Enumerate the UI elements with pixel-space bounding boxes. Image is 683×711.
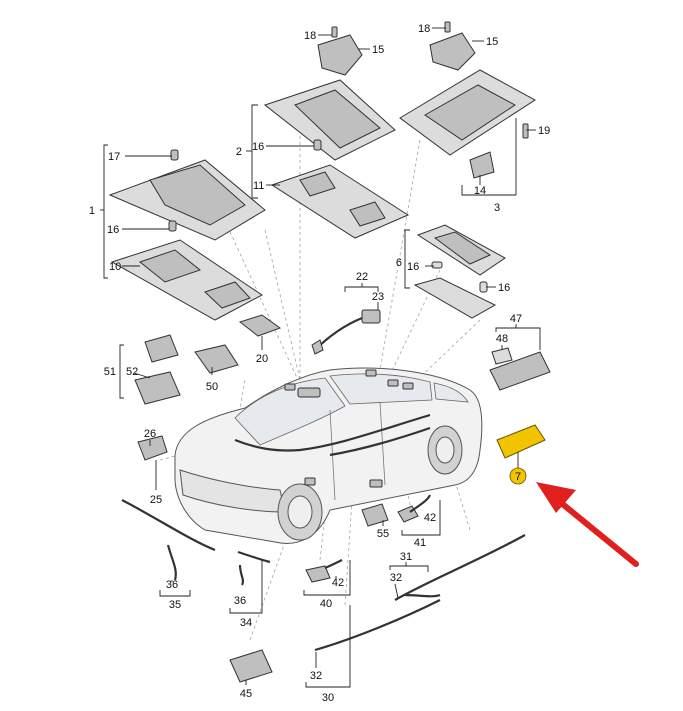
roof-console-1 bbox=[108, 149, 266, 321]
callout-19: 19 bbox=[538, 125, 550, 137]
callout-labels: 1 2 3 6 7 10 11 14 15 15 16 16 16 16 17 … bbox=[89, 23, 550, 704]
callout-30: 30 bbox=[322, 692, 334, 704]
pointer-arrow bbox=[536, 482, 639, 567]
roof-console-6 bbox=[413, 224, 506, 319]
callout-1: 1 bbox=[89, 205, 95, 217]
leader-lines bbox=[100, 27, 541, 688]
callout-42-a: 42 bbox=[332, 577, 344, 589]
roof-console-2 bbox=[263, 26, 410, 239]
callout-36-a: 36 bbox=[166, 579, 178, 591]
small-parts bbox=[121, 309, 551, 683]
callout-10: 10 bbox=[109, 261, 121, 273]
callout-41: 41 bbox=[414, 537, 426, 549]
callout-40: 40 bbox=[320, 598, 332, 610]
callout-34: 34 bbox=[240, 617, 252, 629]
callout-25: 25 bbox=[150, 494, 162, 506]
callout-55: 55 bbox=[377, 528, 389, 540]
callout-31: 31 bbox=[400, 551, 412, 563]
callout-50: 50 bbox=[206, 381, 218, 393]
callout-17: 17 bbox=[108, 151, 120, 163]
callout-45: 45 bbox=[240, 688, 252, 700]
callout-15-b: 15 bbox=[486, 36, 498, 48]
callout-3: 3 bbox=[494, 202, 500, 214]
callout-32-b: 32 bbox=[310, 670, 322, 682]
callout-18-a: 18 bbox=[304, 30, 316, 42]
callout-16-d: 16 bbox=[498, 282, 510, 294]
callout-16-c: 16 bbox=[407, 261, 419, 273]
callout-32-a: 32 bbox=[390, 572, 402, 584]
callout-23: 23 bbox=[372, 291, 384, 303]
callout-42-b: 42 bbox=[424, 512, 436, 524]
callout-36-b: 36 bbox=[234, 595, 246, 607]
callout-16-b: 16 bbox=[107, 224, 119, 236]
callout-26: 26 bbox=[144, 428, 156, 440]
callout-48: 48 bbox=[496, 333, 508, 345]
highlighted-part-7 bbox=[496, 424, 546, 459]
callout-11: 11 bbox=[253, 180, 264, 192]
callout-52: 52 bbox=[126, 366, 138, 378]
callout-51: 51 bbox=[104, 366, 116, 378]
roof-console-3 bbox=[399, 21, 536, 179]
callout-2: 2 bbox=[236, 146, 242, 158]
callout-badge-7 bbox=[509, 467, 527, 485]
callout-47: 47 bbox=[510, 313, 522, 325]
callout-35: 35 bbox=[169, 599, 181, 611]
callout-6: 6 bbox=[396, 257, 402, 269]
callout-22: 22 bbox=[356, 271, 368, 283]
callout-16-a: 16 bbox=[252, 141, 264, 153]
callout-18-b: 18 bbox=[418, 23, 430, 35]
callout-7: 7 bbox=[515, 471, 521, 483]
callout-14: 14 bbox=[474, 185, 486, 197]
callout-20: 20 bbox=[256, 353, 268, 365]
callout-15-a: 15 bbox=[372, 44, 384, 56]
vehicle-outline bbox=[174, 367, 483, 544]
